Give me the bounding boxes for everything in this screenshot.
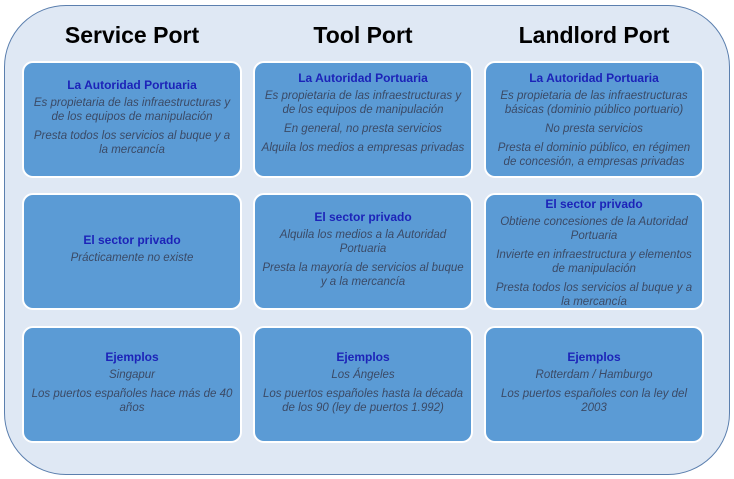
card-text: Los puertos españoles con la ley del 200… <box>500 387 688 414</box>
card-heading: Ejemplos <box>336 349 390 364</box>
column-title: Landlord Port <box>518 22 670 48</box>
column-title: Service Port <box>64 22 200 48</box>
card-text: En general, no presta servicios <box>284 123 442 135</box>
card-heading: La Autoridad Portuaria <box>298 71 428 85</box>
info-card: La Autoridad Portuaria Es propietaria de … <box>484 61 704 178</box>
card-text: Presta todos los servicios al buque y a … <box>495 282 693 308</box>
card-text: Alquila los medios a la Autoridad Portua… <box>279 228 447 255</box>
card-text: Presta todos los servicios al buque y a … <box>33 129 231 156</box>
card-text: Es propietaria de las infraestructuras y… <box>33 96 231 123</box>
card-text: Prácticamente no existe <box>70 252 194 264</box>
card-text: Obtiene concesiones de la Autoridad Port… <box>500 216 688 242</box>
info-card: La Autoridad Portuaria Es propietaria de … <box>22 61 242 178</box>
column-title: Tool Port <box>313 22 413 48</box>
card-text: Presta la mayoría de servicios al buque … <box>262 261 464 288</box>
card-text: Los puertos españoles hasta la década de… <box>262 387 464 414</box>
card-heading: La Autoridad Portuaria <box>529 71 659 85</box>
info-card: La Autoridad Portuaria Es propietaria de … <box>253 61 473 178</box>
card-text: Alquila los medios a empresas privadas <box>261 142 465 154</box>
card-heading: La Autoridad Portuaria <box>67 77 197 92</box>
card-text: Los Ángeles <box>331 368 395 381</box>
card-text: No presta servicios <box>545 123 643 135</box>
card-text: Es propietaria de las infraestructuras y… <box>264 90 462 116</box>
card-heading: Ejemplos <box>567 349 621 364</box>
card-heading: El sector privado <box>83 233 181 247</box>
card-heading: El sector privado <box>545 197 643 211</box>
card-text: Los puertos españoles hace más de 40 año… <box>31 387 233 414</box>
card-text: Presta el dominio público, en régimen de… <box>497 142 691 168</box>
card-heading: El sector privado <box>314 209 412 224</box>
card-heading: Ejemplos <box>105 349 159 364</box>
card-text: Invierte en infraestructura y elementos … <box>496 249 692 275</box>
card-text: Es propietaria de las infraestructuras b… <box>500 90 688 116</box>
card-text: Rotterdam / Hamburgo <box>535 368 653 381</box>
card-text: Singapur <box>108 368 156 381</box>
